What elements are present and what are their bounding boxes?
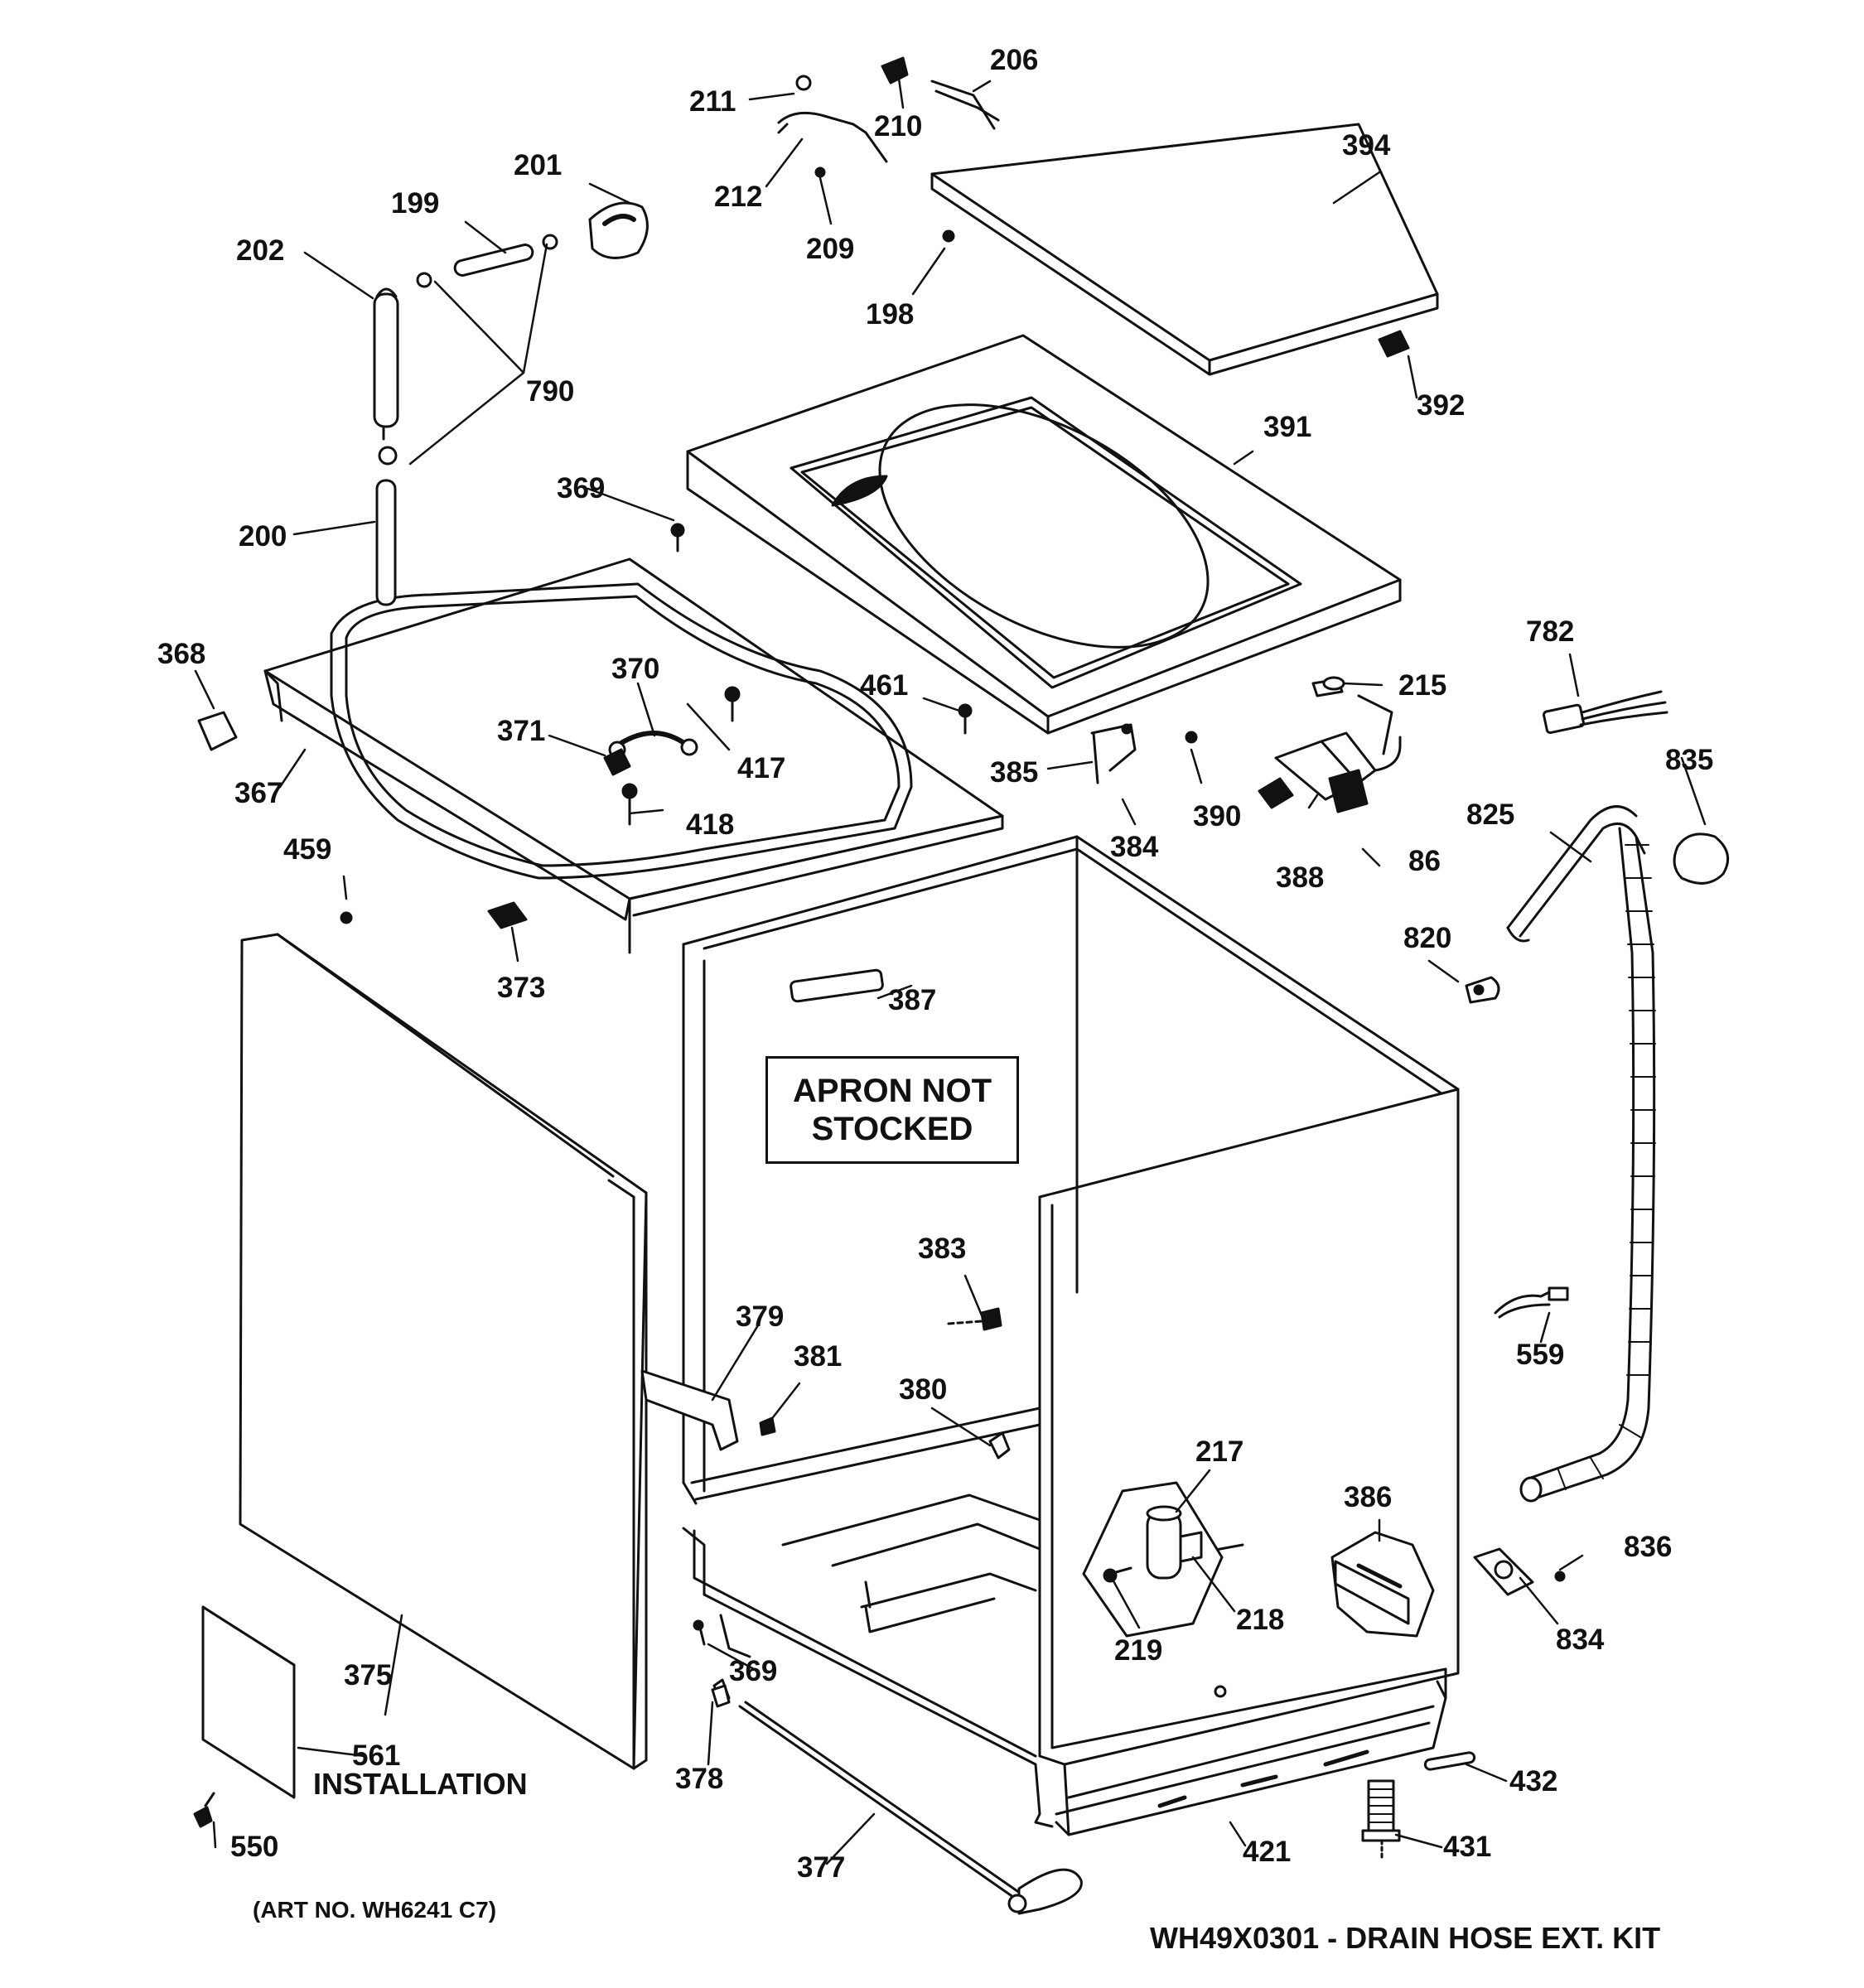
label-432: 432	[1509, 1765, 1558, 1797]
label-215: 215	[1398, 669, 1447, 702]
installation-label: INSTALLATION	[313, 1767, 528, 1801]
label-206: 206	[990, 44, 1039, 76]
lid-switch-388	[1258, 676, 1402, 813]
leader-lines	[194, 77, 1707, 1865]
label-369: 369	[557, 472, 606, 504]
lid-hinge-parts	[777, 56, 1410, 358]
base-421	[682, 1493, 1435, 1828]
bracket-834	[1473, 1547, 1566, 1596]
art-number: (ART NO. WH6241 C7)	[253, 1897, 497, 1923]
label-820: 820	[1403, 922, 1452, 954]
label-459: 459	[283, 833, 332, 866]
label-836: 836	[1624, 1531, 1673, 1563]
bracket-386	[1330, 1531, 1435, 1638]
label-790: 790	[526, 375, 575, 408]
label-381: 381	[794, 1340, 843, 1373]
label-561: 561	[352, 1740, 401, 1772]
label-394: 394	[1342, 129, 1391, 162]
drain-hose-825	[1506, 805, 1730, 1503]
label-379: 379	[736, 1300, 785, 1333]
label-385: 385	[990, 756, 1039, 789]
label-782: 782	[1526, 615, 1575, 648]
label-559: 559	[1516, 1339, 1565, 1371]
label-198: 198	[866, 298, 915, 331]
label-199: 199	[391, 187, 440, 220]
hose-clip-820	[1465, 976, 1500, 1004]
label-388: 388	[1276, 861, 1325, 894]
label-375: 375	[344, 1659, 393, 1691]
label-391: 391	[1263, 411, 1312, 443]
label-380: 380	[899, 1373, 948, 1406]
label-835: 835	[1665, 744, 1714, 776]
label-217: 217	[1195, 1436, 1244, 1468]
label-834: 834	[1556, 1624, 1605, 1656]
label-421: 421	[1243, 1836, 1292, 1868]
label-386: 386	[1344, 1481, 1393, 1513]
label-387: 387	[888, 984, 937, 1016]
label-200: 200	[239, 520, 287, 552]
label-202: 202	[236, 234, 285, 267]
label-383: 383	[918, 1233, 967, 1265]
top-frame-367	[263, 557, 1004, 954]
label-431: 431	[1443, 1831, 1492, 1863]
label-418: 418	[686, 808, 735, 841]
rod-377	[712, 1678, 1083, 1915]
label-371: 371	[497, 715, 546, 747]
label-370: 370	[611, 653, 660, 685]
capacitor-217	[1082, 1481, 1224, 1638]
apron-375	[239, 933, 648, 1770]
misc-fasteners	[193, 968, 1227, 1828]
label-461: 461	[860, 669, 909, 702]
label-219: 219	[1114, 1634, 1163, 1667]
label-212: 212	[714, 181, 763, 213]
label-417: 417	[737, 752, 786, 784]
label-392: 392	[1417, 389, 1466, 422]
label-209: 209	[806, 233, 855, 265]
drain-hose-kit-note: WH49X0301 - DRAIN HOSE EXT. KIT	[1150, 1921, 1661, 1955]
fill-hose-parts	[373, 201, 649, 606]
label-377: 377	[797, 1851, 846, 1884]
apron-note-line2: STOCKED	[811, 1111, 973, 1147]
label-218: 218	[1236, 1604, 1285, 1636]
label-390: 390	[1193, 800, 1242, 832]
installation-envelope-561	[201, 1605, 296, 1799]
label-369: 369	[729, 1655, 778, 1687]
lid-394	[930, 123, 1439, 376]
leveling-leg-431	[1361, 1779, 1401, 1861]
label-211: 211	[689, 85, 736, 118]
wire-559	[1494, 1286, 1569, 1319]
label-384: 384	[1110, 831, 1159, 863]
label-550: 550	[230, 1831, 279, 1863]
label-210: 210	[874, 110, 923, 142]
label-378: 378	[675, 1763, 724, 1795]
harness-782	[1543, 690, 1668, 735]
label-825: 825	[1466, 799, 1515, 831]
label-86: 86	[1408, 845, 1441, 877]
apron-not-stocked-note: APRON NOT STOCKED	[765, 1056, 1019, 1164]
cabinet	[682, 835, 1460, 1836]
label-368: 368	[157, 638, 206, 670]
top-cover-391	[686, 334, 1402, 735]
label-201: 201	[514, 149, 563, 181]
label-373: 373	[497, 972, 546, 1004]
pin-432	[1423, 1751, 1476, 1771]
apron-note-line1: APRON NOT	[793, 1073, 992, 1109]
label-367: 367	[234, 777, 283, 809]
